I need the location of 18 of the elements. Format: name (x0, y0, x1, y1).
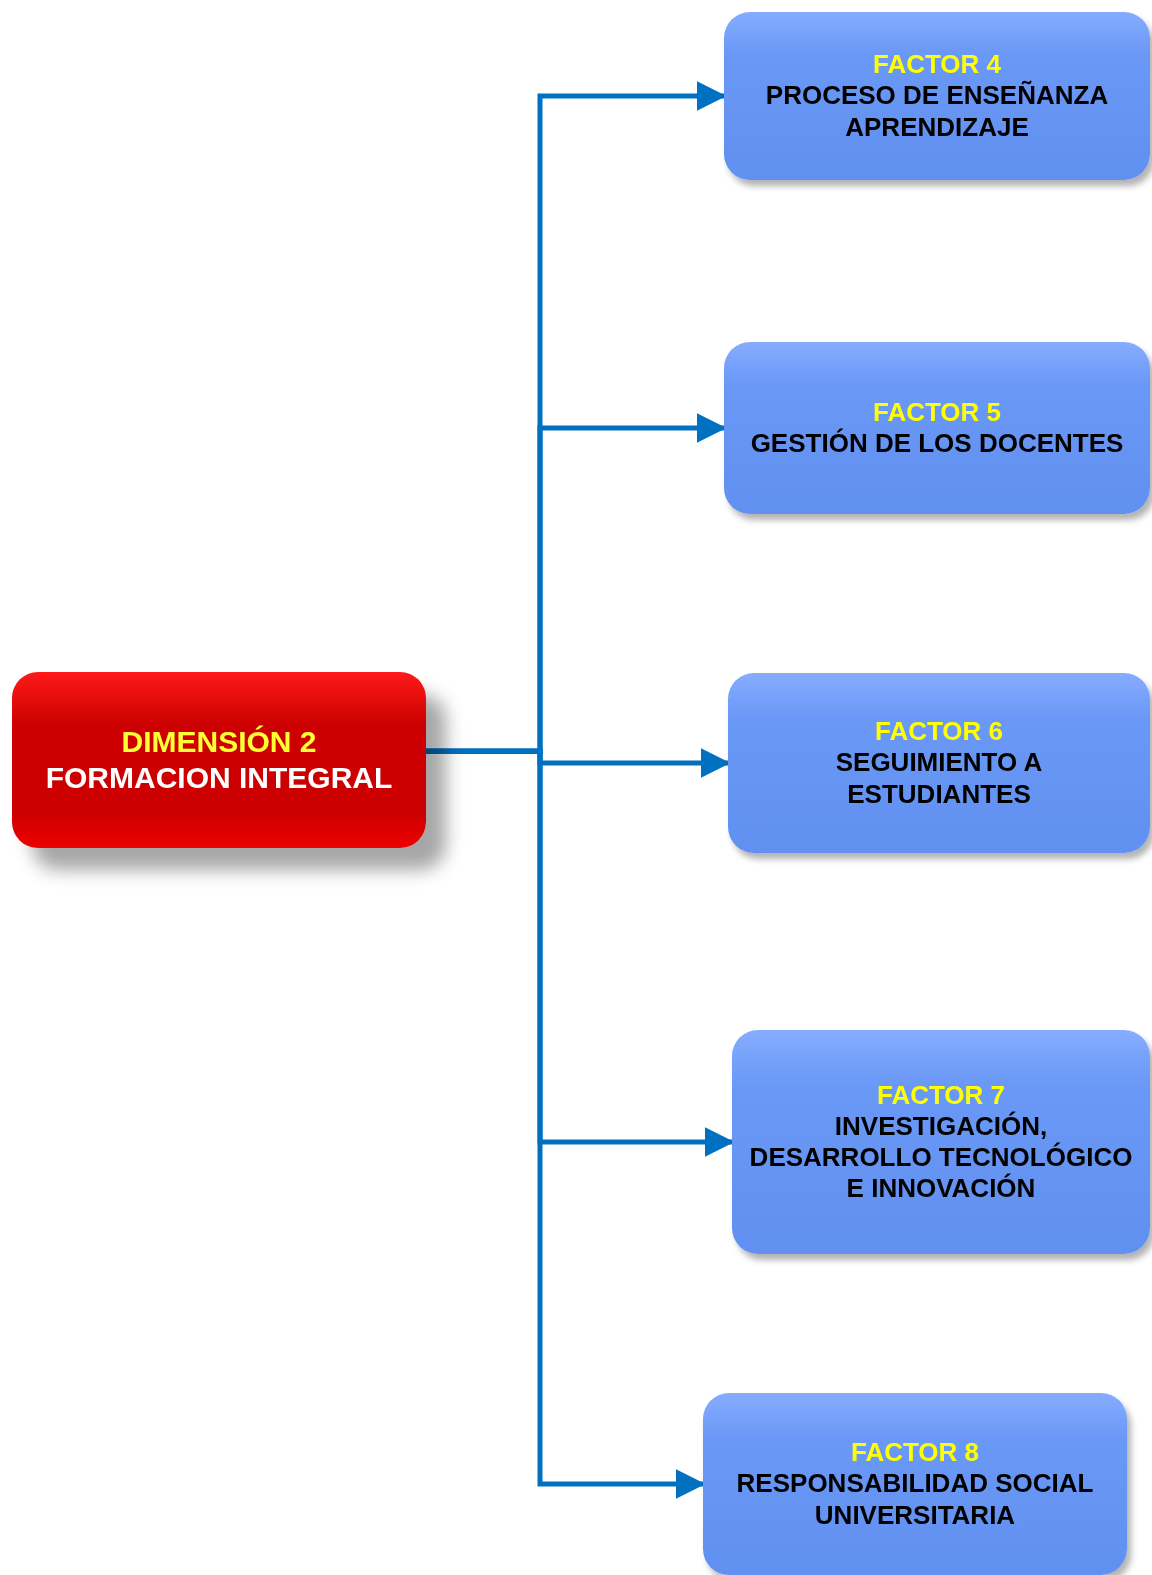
factor-box (724, 342, 1150, 514)
box-text: SEGUIMIENTO A ESTUDIANTES (834, 747, 1044, 810)
factor-box (724, 12, 1150, 180)
box-heading: FACTOR 5 (872, 396, 1002, 428)
factor-box (703, 1393, 1127, 1575)
box-heading: DIMENSIÓN 2 (121, 724, 317, 760)
box-heading: FACTOR 6 (874, 716, 1004, 748)
box-heading: FACTOR 7 (876, 1079, 1006, 1111)
box-heading: FACTOR 8 (850, 1437, 980, 1469)
dimension-box (12, 672, 426, 848)
box-text: PROCESO DE ENSEÑANZA APRENDIZAJE (764, 80, 1110, 143)
box-text: GESTIÓN DE LOS DOCENTES (750, 428, 1124, 460)
box-heading: FACTOR 4 (872, 49, 1002, 80)
box-text: INVESTIGACIÓN, DESARROLLO TECNOLÓGICO E INNOVACIÓN (748, 1110, 1134, 1205)
box-text: RESPONSABILIDAD SOCIAL UNIVERSITARIA (735, 1468, 1095, 1531)
factor-box (732, 1030, 1150, 1254)
box-text: FORMACION INTEGRAL (45, 760, 393, 796)
factor-box (728, 673, 1150, 853)
